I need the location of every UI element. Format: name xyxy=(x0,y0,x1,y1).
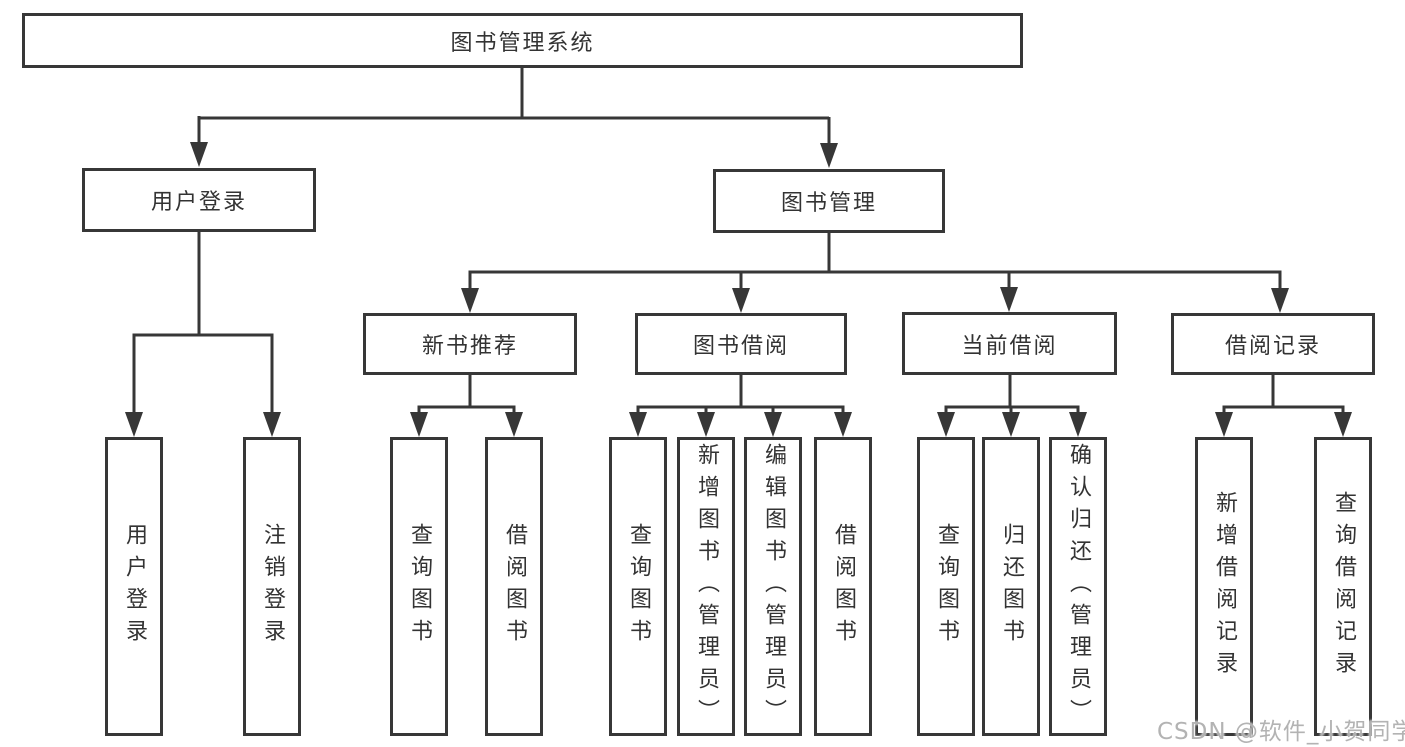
connector-bookmgmt-to-level3 xyxy=(468,232,1282,294)
node-book-management: 图书管理 xyxy=(713,169,945,233)
node-current-borrowing: 当前借阅 xyxy=(902,312,1117,375)
leaf-query-books-current: 查询图书 xyxy=(917,437,975,736)
leaf-query-borrow-record: 查询借阅记录 xyxy=(1314,437,1372,736)
leaf-edit-books-admin: 编辑图书（管理员） xyxy=(744,437,802,736)
node-borrow-records: 借阅记录 xyxy=(1171,313,1375,375)
leaf-add-books-admin: 新增图书（管理员） xyxy=(677,437,735,736)
leaf-label: 用户登录 xyxy=(122,522,147,651)
connector-bookborrow-to-leaves xyxy=(636,374,845,420)
node-user-login: 用户登录 xyxy=(82,168,316,232)
leaf-label: 查询借阅记录 xyxy=(1331,490,1356,683)
leaf-label: 查询图书 xyxy=(626,522,651,651)
leaf-label: 新增图书（管理员） xyxy=(694,442,719,731)
node-book-borrowing: 图书借阅 xyxy=(635,313,847,375)
leaf-borrow-books-newbooks: 借阅图书 xyxy=(485,437,543,736)
leaf-label: 借阅图书 xyxy=(502,522,527,651)
leaf-label: 查询图书 xyxy=(934,522,959,651)
watermark: CSDN @软件_小贺同学 xyxy=(1157,719,1405,745)
leaf-user-login: 用户登录 xyxy=(105,437,163,736)
leaf-label: 新增借阅记录 xyxy=(1212,490,1237,683)
leaf-label: 查询图书 xyxy=(407,522,432,651)
leaf-query-books-borrow: 查询图书 xyxy=(609,437,667,736)
leaf-label: 借阅图书 xyxy=(831,522,856,651)
leaf-borrow-books: 借阅图书 xyxy=(814,437,872,736)
node-library-system: 图书管理系统 xyxy=(22,13,1023,68)
connector-newbooks-to-leaves xyxy=(417,374,516,420)
connector-root-to-level2 xyxy=(197,66,831,147)
leaf-return-books: 归还图书 xyxy=(982,437,1040,736)
leaf-add-borrow-record: 新增借阅记录 xyxy=(1195,437,1253,736)
arrowheads xyxy=(125,142,1352,437)
connector-userlogin-to-leaves xyxy=(132,231,274,418)
leaf-label: 归还图书 xyxy=(999,522,1024,651)
connector-records-to-leaves xyxy=(1222,374,1345,420)
node-new-book-recommend: 新书推荐 xyxy=(363,313,577,375)
leaf-label: 确认归还（管理员） xyxy=(1066,442,1091,731)
leaf-logout: 注销登录 xyxy=(243,437,301,736)
leaf-confirm-return-admin: 确认归还（管理员） xyxy=(1049,437,1107,736)
leaf-query-books-newbooks: 查询图书 xyxy=(390,437,448,736)
leaf-label: 注销登录 xyxy=(260,522,285,651)
leaf-label: 编辑图书（管理员） xyxy=(761,442,786,731)
